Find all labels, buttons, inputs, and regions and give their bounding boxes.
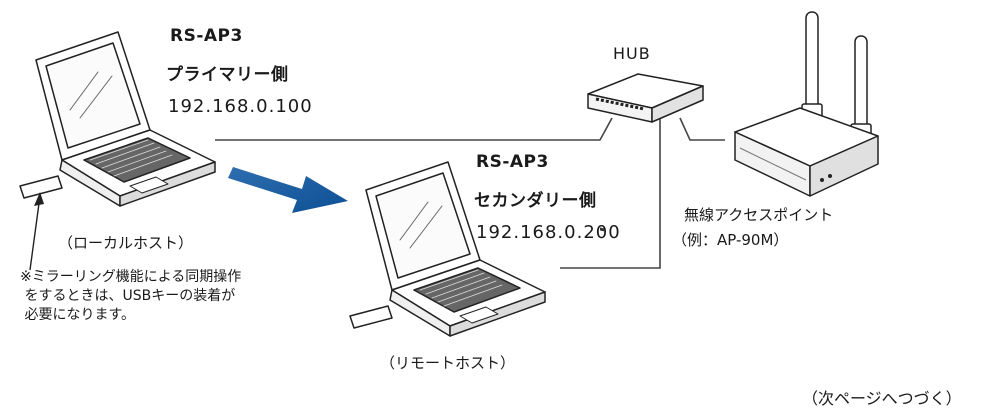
usb-pointer-head: [34, 192, 44, 206]
local-caption: （ローカルホスト）: [58, 234, 194, 252]
hub-device: [587, 73, 704, 232]
sync-arrow: [228, 167, 348, 213]
remote-laptop: [349, 161, 546, 337]
local-role-label: プライマリー側: [166, 65, 289, 85]
access-point-example: （例：AP-90M）: [672, 231, 789, 249]
remote-role-label: セカンダリー側: [474, 191, 597, 211]
local-model-label: RS-AP3: [170, 26, 243, 46]
continued-footer: （次ページへつづく）: [802, 389, 962, 408]
access-point-device: [734, 11, 879, 197]
local-ip-label: 192.168.0.100: [168, 96, 313, 117]
access-point-label: 無線アクセスポイント: [684, 206, 834, 224]
remote-ip-label: 192.168.0.200: [476, 222, 621, 243]
local-laptop: [19, 31, 216, 207]
cable-remote-to-hub: [560, 118, 661, 269]
remote-caption: （リモートホスト）: [380, 354, 516, 372]
cable-hub-to-ap: [679, 117, 725, 141]
usb-pointer-line: [29, 195, 41, 271]
cables: [215, 117, 725, 269]
usb-key-note: ※ミラーリング機能による同期操作 をするときは、USBキーの装着が 必要になりま…: [20, 269, 242, 323]
remote-model-label: RS-AP3: [476, 152, 549, 172]
hub-label: HUB: [613, 44, 651, 63]
cable-local-to-hub: [215, 117, 613, 141]
